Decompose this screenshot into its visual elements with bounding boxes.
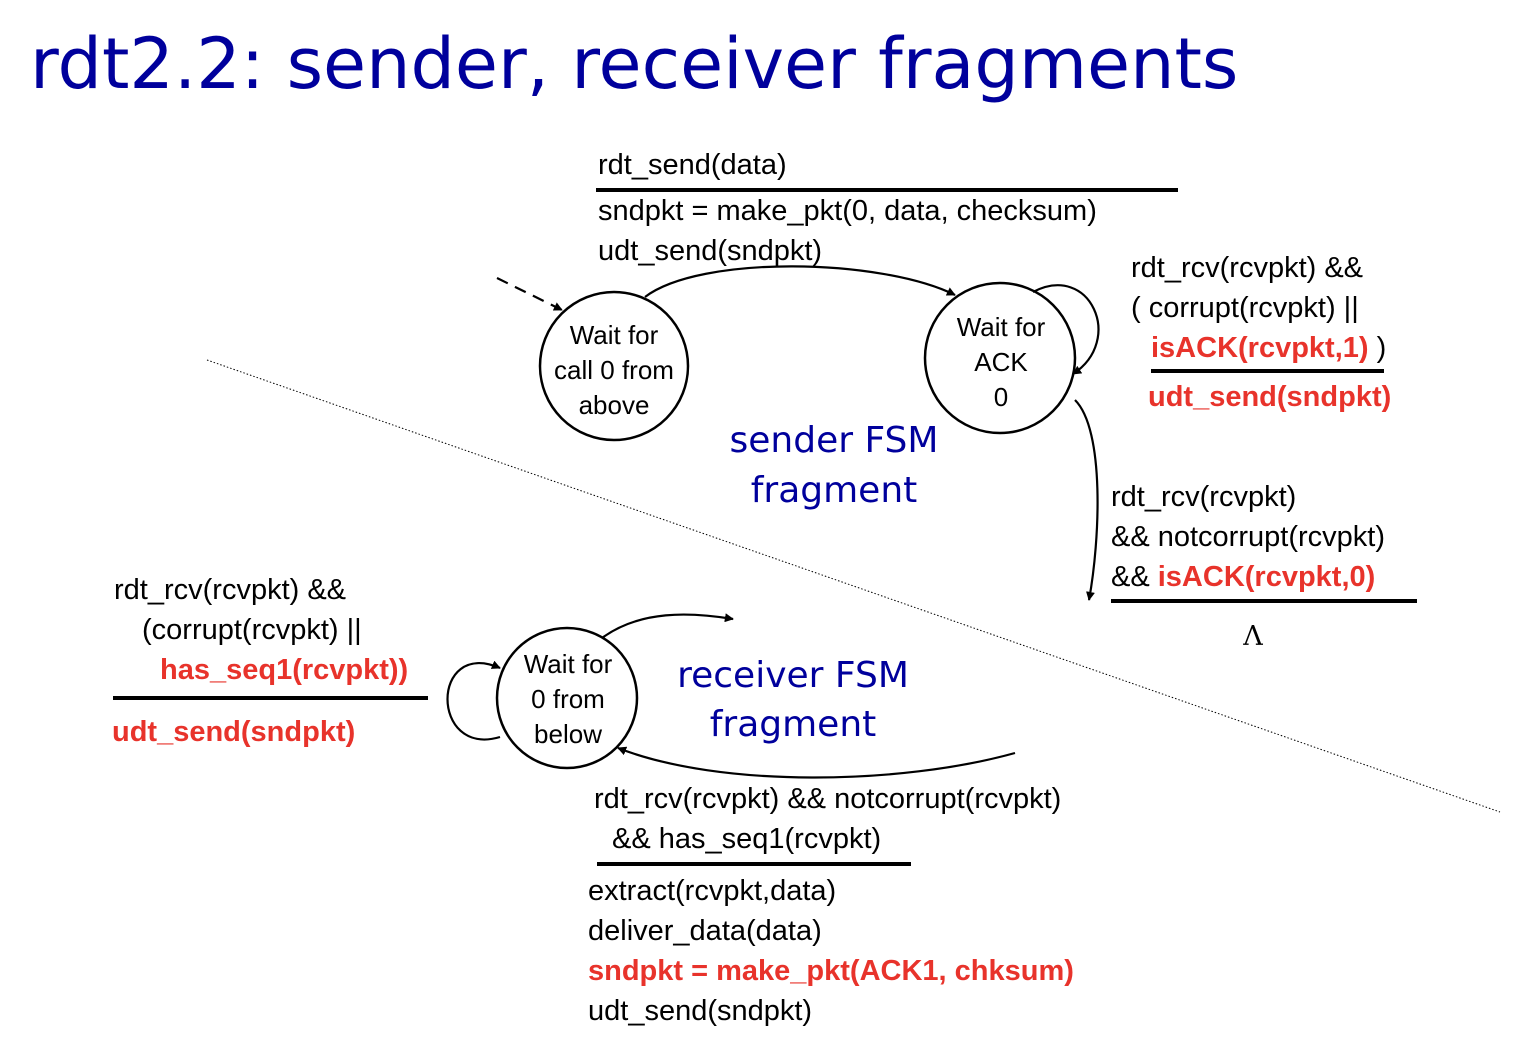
receiver-loop-event-1: rdt_rcv(rcvpkt) && xyxy=(114,574,346,606)
state-wait-ack0 xyxy=(923,281,1077,435)
ack0-event-1: rdt_rcv(rcvpkt) xyxy=(1111,481,1296,513)
rcv-event-1: rdt_rcv(rcvpkt) && notcorrupt(rcvpkt) xyxy=(594,783,1061,815)
rcv-action-last: udt_send(sndpkt) xyxy=(588,995,812,1027)
state-wait-0-below-line1: Wait for xyxy=(524,649,613,679)
arc-receiver-in xyxy=(617,746,1016,779)
divider-line xyxy=(206,359,1501,813)
state-wait-ack0-line2: ACK xyxy=(974,347,1028,377)
ack0-loop-event-3-tail: ) xyxy=(1369,332,1387,364)
ack0-loop-event-1: rdt_rcv(rcvpkt) && xyxy=(1131,252,1363,284)
state-wait-ack0-line1: Wait for xyxy=(957,312,1046,342)
arc-ack0-selfloop xyxy=(1032,284,1100,375)
receiver-loop-action: udt_send(sndpkt) xyxy=(112,716,355,748)
rcv-action-1: extract(rcvpkt,data) xyxy=(588,875,836,907)
initial-arrow xyxy=(496,277,563,311)
state-wait-0-below xyxy=(495,626,639,770)
receiver-fsm-label-1: receiver FSM xyxy=(677,655,909,696)
receiver-loop-event-2: (corrupt(rcvpkt) || xyxy=(142,614,362,646)
rcv-action-red: sndpkt = make_pkt(ACK1, chksum) xyxy=(588,955,1074,987)
send-action-2: udt_send(sndpkt) xyxy=(598,235,822,267)
state-wait-call0-line3: above xyxy=(579,390,650,420)
state-wait-call0-line1: Wait for xyxy=(570,320,659,350)
ack0-loop-event-3-red: isACK(rcvpkt,1) xyxy=(1151,332,1369,364)
rcv-event-2: && has_seq1(rcvpkt) xyxy=(612,823,881,855)
ack0-action-lambda: Λ xyxy=(1242,621,1263,652)
arc-send xyxy=(644,265,956,298)
ack0-loop-event-3: isACK(rcvpkt,1) ) xyxy=(1151,332,1386,364)
sender-fsm-label-2: fragment xyxy=(751,470,918,511)
ack0-event-3-red: isACK(rcvpkt,0) xyxy=(1158,561,1376,593)
arc-receiver-out xyxy=(601,613,734,639)
receiver-fsm-label-2: fragment xyxy=(710,704,877,745)
ack0-event-3-prefix: && xyxy=(1111,561,1158,593)
state-wait-ack0-line3: 0 xyxy=(994,382,1008,412)
ack0-loop-action: udt_send(sndpkt) xyxy=(1148,381,1391,413)
state-wait-0-below-line3: below xyxy=(534,719,602,749)
ack0-loop-event-2: ( corrupt(rcvpkt) || xyxy=(1131,292,1359,324)
arc-receiver-selfloop xyxy=(446,660,501,741)
page-title: rdt2.2: sender, receiver fragments xyxy=(30,23,1238,105)
state-wait-call0-line2: call 0 from xyxy=(554,355,674,385)
ack0-event-3: && isACK(rcvpkt,0) xyxy=(1111,561,1375,593)
ack0-event-2: && notcorrupt(rcvpkt) xyxy=(1111,521,1385,553)
arc-ack0-received xyxy=(1074,399,1099,601)
send-action-1: sndpkt = make_pkt(0, data, checksum) xyxy=(598,195,1097,227)
send-event: rdt_send(data) xyxy=(598,149,787,181)
state-wait-0-below-line2: 0 from xyxy=(531,684,605,714)
sender-fsm-label-1: sender FSM xyxy=(730,420,939,461)
receiver-loop-event-3: has_seq1(rcvpkt)) xyxy=(160,654,408,686)
rcv-action-2: deliver_data(data) xyxy=(588,915,822,947)
state-wait-call0 xyxy=(538,290,690,442)
